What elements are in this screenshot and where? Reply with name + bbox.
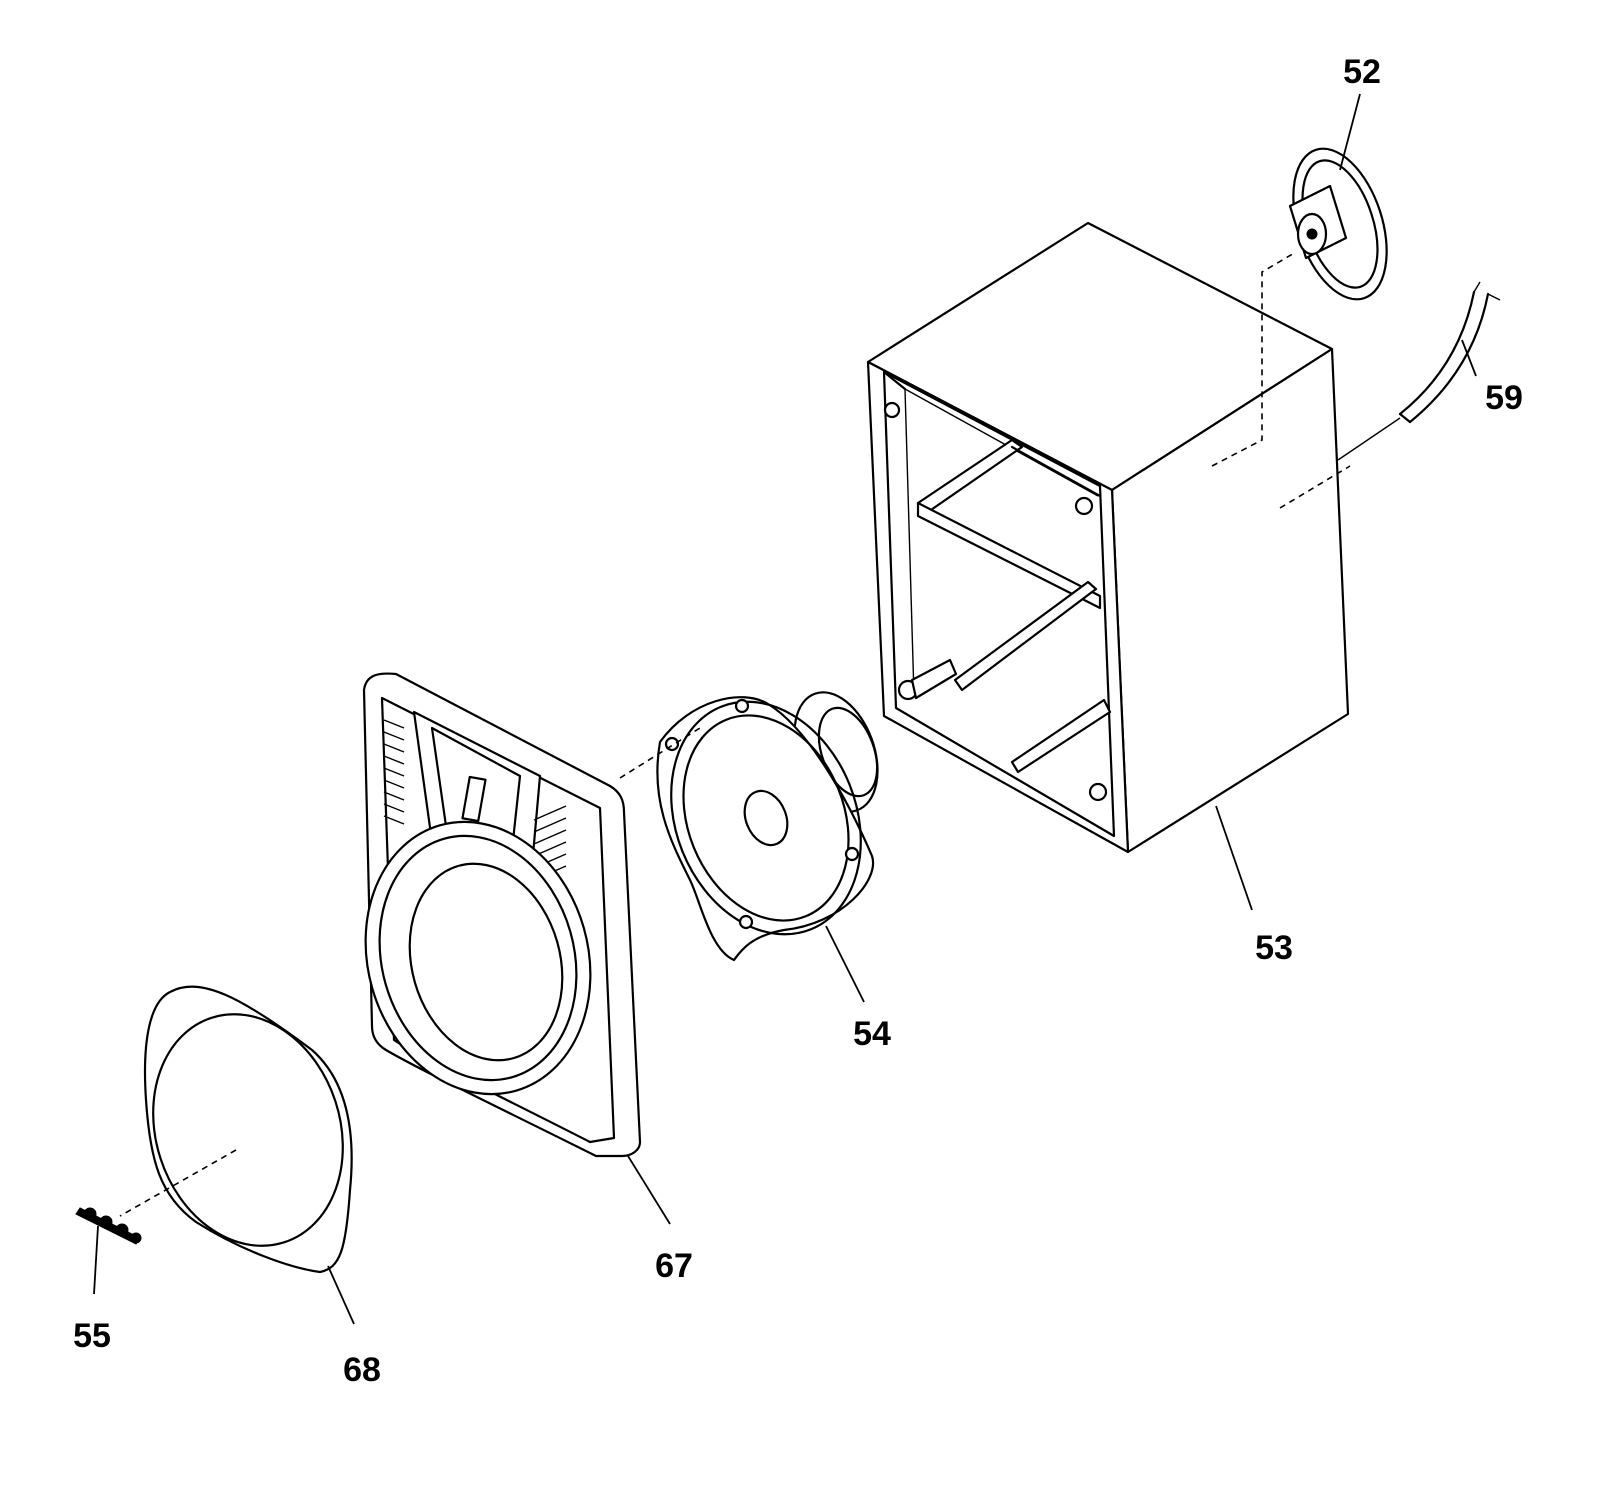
- part-label-53: 53: [1255, 929, 1293, 967]
- part-label-52: 52: [1343, 53, 1381, 91]
- woofer: [619, 691, 879, 962]
- screw: [75, 1207, 142, 1245]
- front-baffle: [362, 672, 642, 1158]
- speaker-cabinet: [866, 221, 1351, 854]
- leader-lines: [93, 93, 1477, 1325]
- speaker-grille: [119, 985, 353, 1274]
- part-label-67: 67: [655, 1247, 693, 1285]
- tweeter: [1288, 147, 1388, 301]
- part-label-59: 59: [1485, 379, 1523, 417]
- part-label-54: 54: [853, 1015, 891, 1053]
- part-label-68: 68: [343, 1351, 381, 1389]
- part-label-55: 55: [73, 1317, 111, 1355]
- speaker-wire: [1337, 281, 1501, 461]
